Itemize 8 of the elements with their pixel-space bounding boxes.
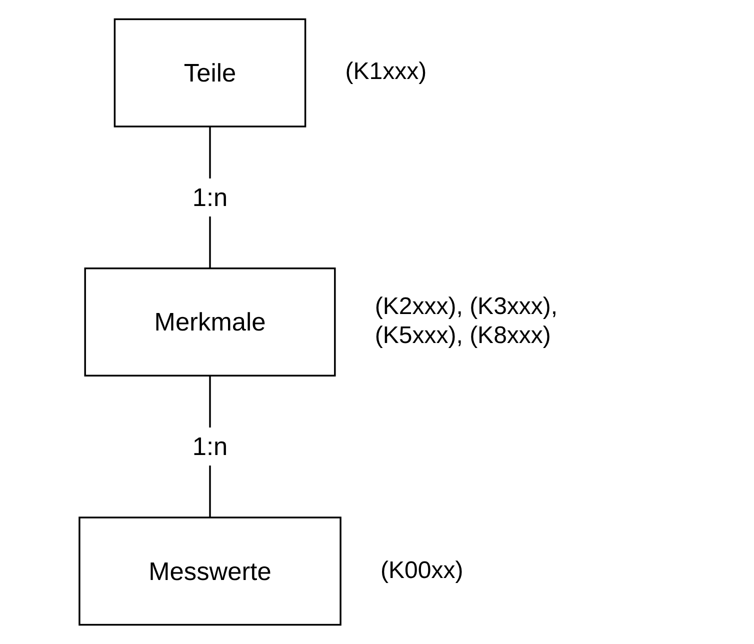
node-box: Messwerte (78, 516, 342, 626)
note-text: (K1xxx) (345, 58, 428, 88)
edge-label: 1:n (192, 432, 228, 461)
node-box: Teile (114, 18, 306, 128)
edge-label: 1:n (192, 183, 228, 212)
note-text: (K2xxx), (K3xxx), (K5xxx), (K8xxx) (374, 293, 559, 351)
node-box: Merkmale (84, 268, 336, 376)
note-text: (K00xx) (380, 556, 464, 586)
